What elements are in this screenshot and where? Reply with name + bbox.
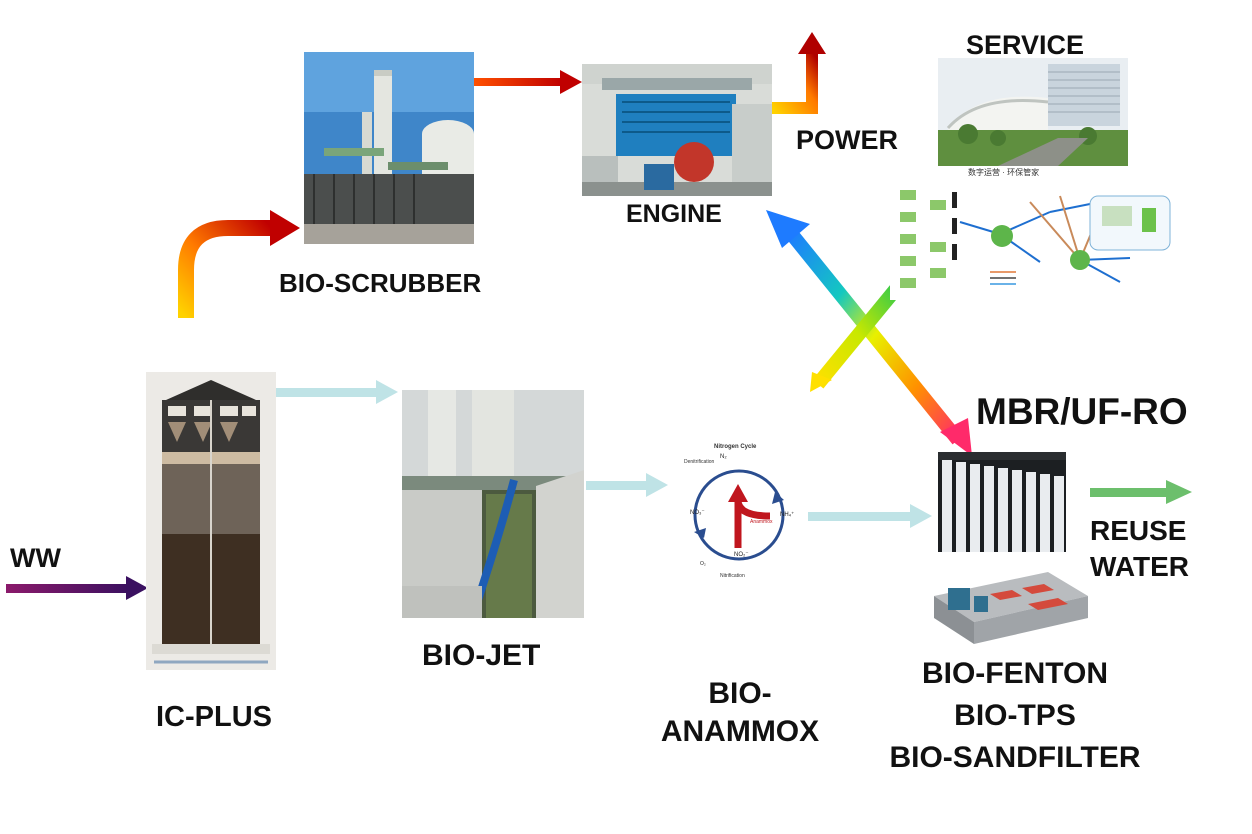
cycle-denit: Denitrification [684,459,715,465]
service-image [938,58,1128,166]
reuse-label-line1: REUSE [1090,515,1187,546]
engine-image [582,64,772,196]
arrow-cross-diag [812,279,906,389]
bio-fenton-image [928,566,1090,648]
ic-plus-image [146,372,276,670]
arrow-to-engine-head [766,210,810,248]
bio-fenton-label: BIO-FENTON [921,657,1109,690]
ww-label: WW [10,543,61,573]
bio-tps-label: BIO-TPS [954,699,1076,732]
anammox-cycle-image: Nitrogen Cycle Denitrification N₂ NO₃⁻ N… [670,440,808,590]
arrow-engine-power [772,52,818,114]
mbr-image [938,452,1066,552]
bio-scrubber-label: BIO-SCRUBBER [279,268,482,298]
arrow-scrubber-engine-head [560,70,582,94]
arrow-to-bio-scrubber-head [270,210,300,246]
bio-sandfilter-label: BIO-SANDFILTER [889,741,1141,774]
engine-label: ENGINE [626,200,722,228]
arrow-to-bio-scrubber [178,220,272,318]
cycle-no3: NO₃⁻ [690,510,705,516]
bio-anammox-label-line2: ANAMMOX [660,715,820,748]
arrow-ww [6,584,130,593]
mbr-label: MBR/UF-RO [976,391,1188,432]
cycle-nitrification: Nitrification [720,573,745,579]
cycle-nh4: NH₄⁺ [780,512,795,518]
ic-plus-label: IC-PLUS [156,701,272,733]
cycle-n2: N₂ [720,454,727,460]
bio-jet-image [402,390,584,618]
bio-jet-label: BIO-JET [422,639,541,672]
bio-scrubber-image [304,52,474,244]
arrow-reuse [1090,488,1170,497]
reuse-label-line2: WATER [1090,551,1190,582]
cycle-o2: O₂ [700,561,706,567]
iot-network-image [890,182,1172,300]
arrow-engine-mbr [784,227,964,445]
power-label: POWER [796,125,899,155]
arrow-scrubber-engine [474,78,562,86]
arrow-engine-power-head [798,32,826,54]
service-label: SERVICE [966,30,1085,60]
cycle-title: Nitrogen Cycle [714,444,757,450]
cycle-anammox: Anammox [750,519,773,525]
bio-anammox-label-line1: BIO- [708,677,772,710]
cycle-no2: NO₂⁻ [734,552,749,558]
service-caption: 数字运营 · 环保管家 [968,168,1040,177]
arrow-anammox-mbr [808,512,914,521]
arrow-to-mbr-head [940,418,972,456]
arrow-biojet-anammox [586,481,650,490]
arrow-ic-biojet [276,388,380,397]
